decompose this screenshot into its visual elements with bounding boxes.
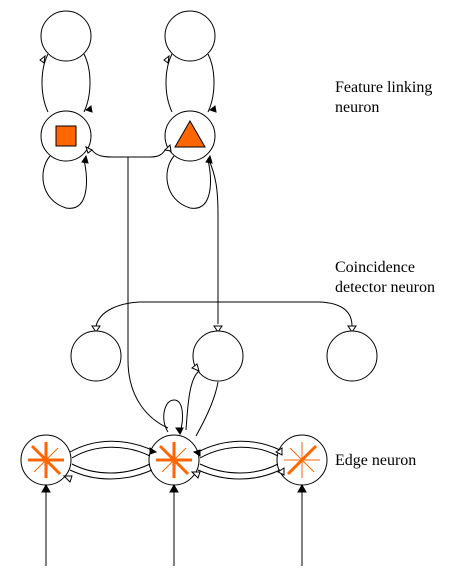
- arrow-self-edge: [175, 427, 184, 435]
- edge-middle-to-right-bottom: [197, 469, 281, 480]
- edge-right-to-middle-bottom: [199, 463, 279, 474]
- arrow-coincidence-up: [191, 363, 200, 372]
- edge-right-to-middle-top: [199, 446, 279, 459]
- loop-top-right-down: [165, 53, 173, 113]
- arrow-top-right-down: [208, 105, 217, 113]
- arrow-input-right: [297, 483, 307, 493]
- square-icon: [55, 125, 77, 147]
- edge-left-to-middle-top: [69, 440, 153, 453]
- self-loop-edge-middle: [163, 399, 183, 433]
- arrow-self-left: [81, 154, 89, 164]
- arrow-feature-right-in: [163, 143, 172, 152]
- arrow-edge-lm1: [149, 447, 158, 455]
- edge-middle-to-left-bottom: [71, 463, 151, 474]
- coincidence-detector-label: Coincidence detector neuron: [335, 258, 435, 298]
- arrow-edge-rm2: [277, 467, 285, 476]
- coincidence-neuron-middle: [192, 330, 244, 382]
- arrow-input-left: [41, 483, 51, 493]
- feature-linking-label: Feature linking neuron: [335, 78, 432, 118]
- arrow-edge-mr1: [192, 449, 201, 457]
- edge-middle-to-left-top: [71, 446, 151, 459]
- self-loop-feature-right: [166, 155, 211, 209]
- arrow-edge-rm1: [275, 447, 283, 456]
- feature-linking-label-line2: neuron: [335, 99, 380, 116]
- self-loop-feature-left: [42, 155, 87, 209]
- edge-middle-to-right-top: [197, 440, 281, 453]
- arrow-edge-lm2: [62, 475, 73, 483]
- edge-to-coincidence-wire: [195, 381, 219, 437]
- arrow-top-right-up: [163, 54, 170, 64]
- arrow-edge-mr2: [190, 471, 201, 479]
- top-neuron-right: [164, 10, 216, 62]
- coincidence-neuron-right: [326, 330, 378, 382]
- feature-right-to-coincidence: [207, 157, 219, 324]
- coincidence-to-edge-wire: [185, 371, 199, 431]
- arrow-feature-left-in: [85, 146, 93, 154]
- feature-linking-label-line1: Feature linking: [335, 79, 433, 96]
- triangle-icon: [174, 119, 206, 148]
- arrow-coincidence-right: [347, 325, 357, 333]
- loop-top-left-up: [83, 53, 91, 113]
- bus-to-edge-wire: [127, 157, 169, 429]
- loop-top-right-up: [207, 53, 215, 113]
- top-neuron-left: [40, 10, 92, 62]
- coincidence-neuron-left: [70, 330, 122, 382]
- star-burst-icon: [156, 442, 192, 478]
- edge-neuron-label: Edge neuron: [335, 451, 416, 471]
- star-burst-icon: [284, 442, 320, 478]
- loop-top-left-down: [41, 53, 49, 113]
- arrow-coincidence-middle: [213, 325, 223, 333]
- coincidence-label-line2: detector neuron: [335, 279, 435, 296]
- feature-link-bus: [91, 149, 166, 158]
- arrow-top-left-up: [39, 54, 46, 64]
- arrow-coincidence-left: [91, 325, 101, 333]
- edge-left-to-middle-bottom: [69, 469, 153, 480]
- coincidence-bus: [95, 301, 353, 327]
- arrow-top-left-down: [84, 105, 93, 113]
- edge-label-text: Edge neuron: [335, 452, 417, 469]
- coincidence-label-line1: Coincidence: [335, 259, 415, 276]
- star-burst-icon: [28, 442, 64, 478]
- arrow-input-middle: [169, 483, 179, 493]
